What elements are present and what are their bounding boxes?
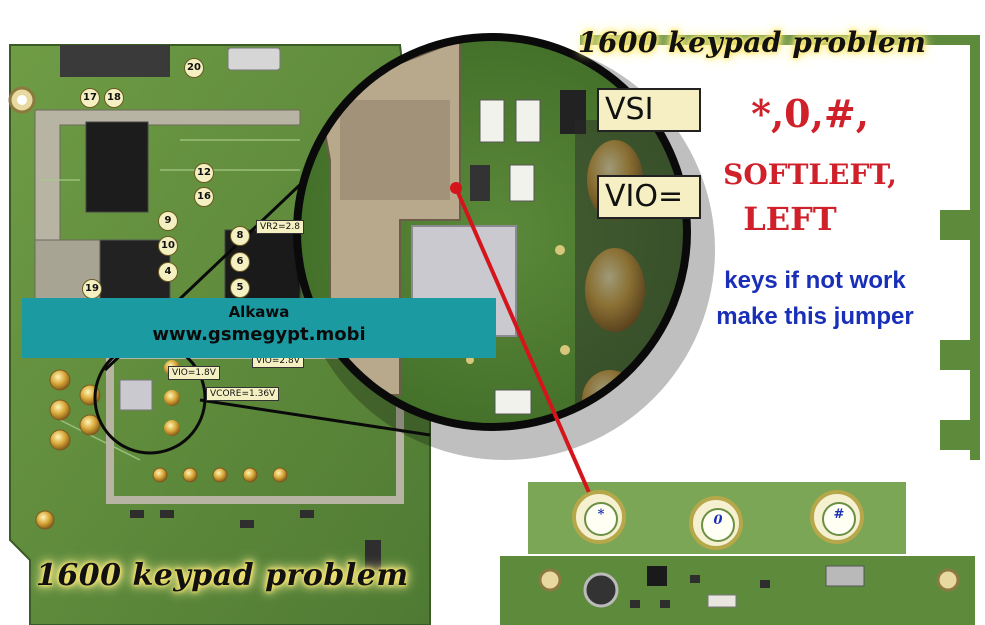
title-bottom: 1600 keypad problem — [36, 558, 409, 593]
callout-20: 20 — [184, 58, 204, 78]
pad-star-label: * — [597, 507, 605, 522]
watermark-author: Alkawa — [228, 303, 290, 321]
keypad-pad-zero: 0 — [689, 496, 743, 550]
callout-4: 4 — [158, 262, 178, 282]
keypad-pad-star: * — [572, 490, 626, 544]
vr2-label: VR2=2.8 — [256, 220, 304, 234]
pad-zero-label: 0 — [713, 513, 723, 528]
key-softleft: SOFTLEFT, — [723, 158, 897, 191]
callout-12: 12 — [194, 163, 214, 183]
callout-6: 6 — [230, 252, 250, 272]
watermark-banner: Alkawa www.gsmegypt.mobi — [22, 298, 496, 358]
note-line-2: make this jumper — [716, 303, 914, 330]
callout-18: 18 — [104, 88, 124, 108]
vio-label: VIO=1.8V — [168, 366, 220, 380]
zoom-label-vsi: VSI — [597, 88, 701, 132]
zoom-label-vio: VIO= — [597, 175, 701, 219]
keys-list: *,0,#, — [751, 91, 869, 136]
watermark-url: www.gsmegypt.mobi — [152, 324, 366, 345]
keypad-pad-hash: # — [810, 490, 864, 544]
vcore-label: VCORE=1.36V — [206, 387, 280, 401]
callout-16: 16 — [194, 187, 214, 207]
callout-8: 8 — [230, 226, 250, 246]
callout-10: 10 — [158, 236, 178, 256]
jumper-wire — [454, 187, 593, 498]
callout-5: 5 — [230, 278, 250, 298]
pad-hash-label: # — [833, 507, 845, 522]
callout-17: 17 — [80, 88, 100, 108]
callout-19: 19 — [82, 279, 102, 299]
title-top: 1600 keypad problem — [578, 26, 927, 59]
key-left: LEFT — [743, 200, 837, 238]
callout-9: 9 — [158, 211, 178, 231]
note-line-1: keys if not work — [724, 267, 906, 294]
